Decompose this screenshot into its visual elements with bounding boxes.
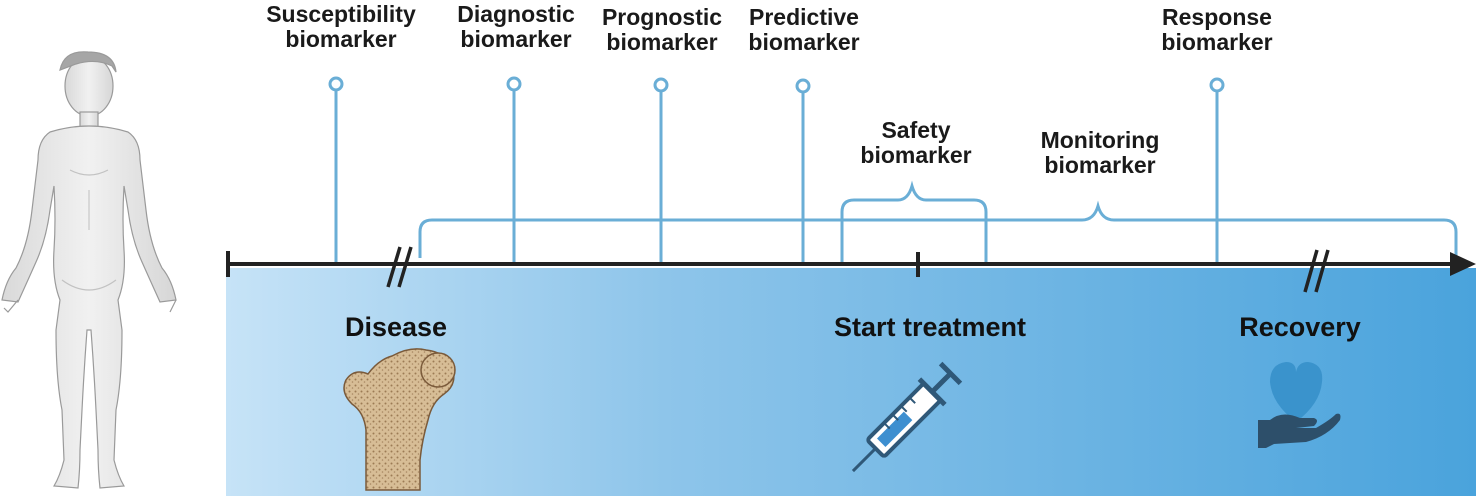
prognostic-label: Prognostic biomarker <box>601 4 723 55</box>
axis-break-right <box>1303 249 1330 293</box>
recovery-label: Recovery <box>1239 312 1361 342</box>
disease-label: Disease <box>344 312 448 342</box>
diagnostic-label: Diagnostic biomarker <box>457 1 575 52</box>
response-label: Response biomarker <box>1161 4 1273 55</box>
predictive-label: Predictive biomarker <box>748 4 860 55</box>
prognostic-pin <box>653 77 669 266</box>
syringe-icon <box>851 361 963 473</box>
diagnostic-pin <box>506 76 522 266</box>
timeline-axis <box>226 246 1476 293</box>
heart-hand-icon <box>1258 362 1341 448</box>
predictive-pin <box>795 78 811 266</box>
femur-bone-icon <box>343 348 456 491</box>
response-pin <box>1209 77 1225 266</box>
start-treatment-label: Start treatment <box>833 312 1027 342</box>
safety-label: Safety biomarker <box>860 117 972 168</box>
safety-bracket <box>840 180 988 262</box>
human-figure-icon <box>1 51 177 489</box>
axis-break-left <box>386 246 413 288</box>
monitoring-bracket <box>418 200 1458 258</box>
susceptibility-label: Susceptibility biomarker <box>266 1 416 52</box>
monitoring-label: Monitoring biomarker <box>1040 127 1160 178</box>
susceptibility-pin <box>328 76 344 266</box>
